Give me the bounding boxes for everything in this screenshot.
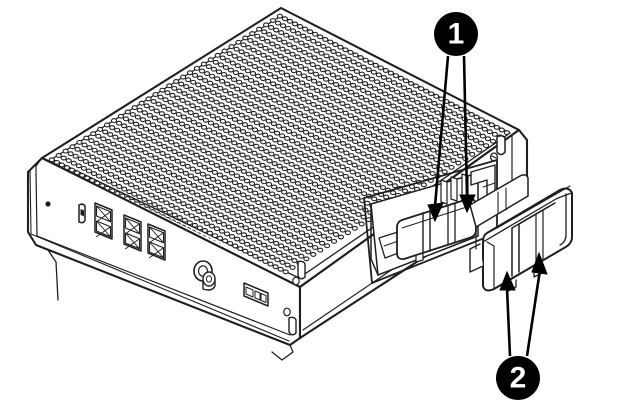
antenna-connector (193, 260, 216, 291)
detached-module-rear-shell (469, 174, 529, 250)
installed-module (396, 197, 477, 263)
rear-panel-screw-top (489, 152, 499, 162)
rear-panel-handle-cutout-top (496, 134, 506, 156)
usb-port (78, 203, 86, 224)
callout-2-label: 2 (510, 362, 527, 395)
terminal-block-connector (243, 282, 269, 307)
rj45-port-1 (94, 202, 113, 240)
callout-1[interactable]: 1 (434, 12, 478, 56)
leader-1a (427, 55, 450, 223)
rj45-port-3 (147, 223, 166, 261)
leader-2b (525, 251, 548, 357)
chassis-front-screw-top (292, 260, 306, 286)
callout-2[interactable]: 2 (496, 356, 540, 400)
status-led-icon (45, 201, 51, 207)
callout-leaders (427, 55, 548, 357)
leader-2a (499, 270, 516, 357)
chassis-front-screw-bottom (283, 307, 297, 336)
rj45-port-2 (123, 214, 142, 252)
leader-1b (459, 55, 476, 214)
callout-1-label: 1 (448, 18, 465, 51)
